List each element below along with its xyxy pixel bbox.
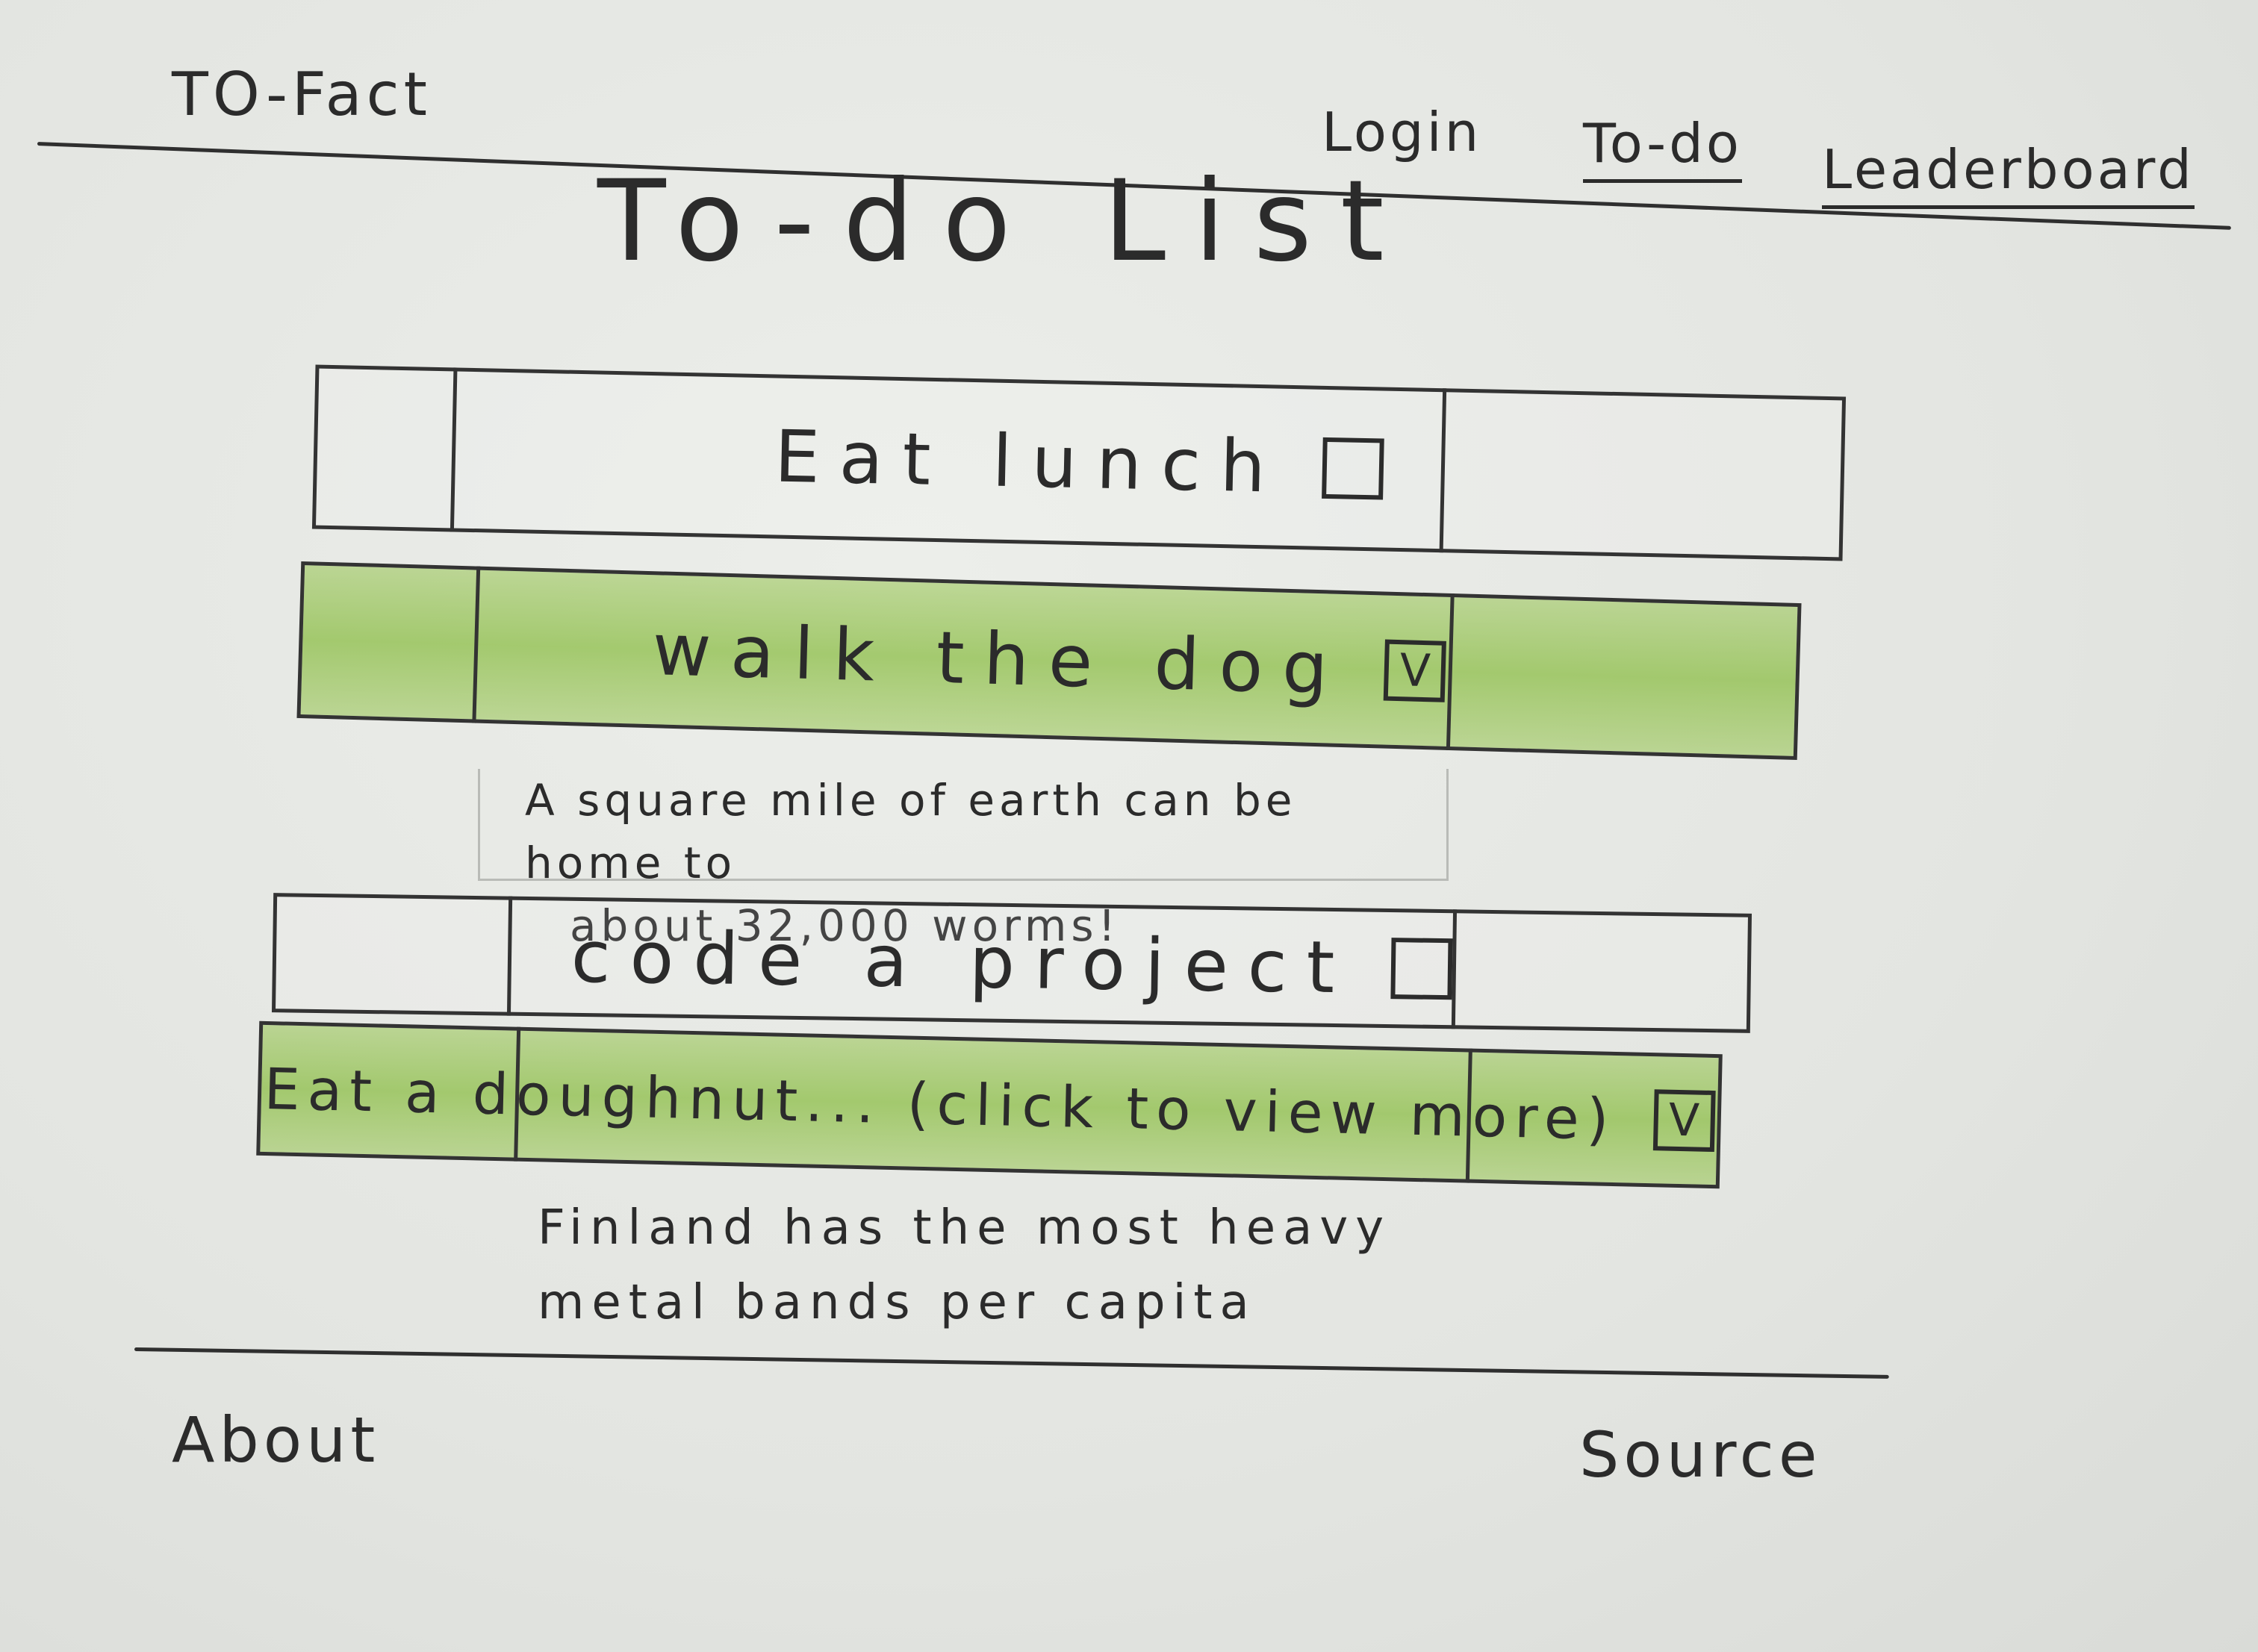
todo-item[interactable]: Eat lunch [311,364,1847,561]
footer-source-link[interactable]: Source [1579,1418,1822,1492]
page-title: To-do List [597,157,1413,287]
checkbox-checked-icon[interactable]: V [1652,1089,1716,1153]
todo-item[interactable]: code a project [271,893,1752,1033]
todo-item-completed[interactable]: walk the dog V [296,561,1802,761]
fact-panel: Finland has the most heavy metal bands p… [538,1191,1508,1340]
todo-item-row: code a project [276,897,1748,1029]
fact-text-line: Finland has the most heavy [538,1200,1392,1256]
todo-item-label: Eat a doughnut... (click to view more) [263,1055,1617,1153]
fact-text-line: metal bands per capita [538,1275,1257,1330]
footer-divider [134,1347,1889,1379]
fact-text-line: about 32,000 worms! [570,900,1120,951]
todo-item-row: Eat a doughnut... (click to view more) V [260,1025,1718,1185]
todo-item-label: walk the dog [651,608,1349,711]
checkbox-unchecked-icon[interactable] [1390,938,1453,1000]
fact-text-line: A square mile of earth can be home to [525,775,1297,888]
todo-item-label: code a project [570,914,1355,1010]
todo-item-completed[interactable]: Eat a doughnut... (click to view more) V [256,1020,1723,1189]
checkbox-unchecked-icon[interactable] [1321,437,1384,500]
todo-item-label: Eat lunch [774,414,1286,509]
todo-item-row: walk the dog V [301,565,1798,756]
nav-todo[interactable]: To-do [1583,112,1742,183]
nav-leaderboard[interactable]: Leaderboard [1822,138,2195,209]
nav-login[interactable]: Login [1322,101,1482,163]
checkbox-checked-icon[interactable]: V [1384,639,1447,702]
footer-about-link[interactable]: About [172,1403,380,1477]
brand-logo[interactable]: TO-Fact [172,60,432,129]
todo-item-row: Eat lunch [316,369,1842,558]
fact-panel: A square mile of earth can be home to ab… [478,769,1449,951]
